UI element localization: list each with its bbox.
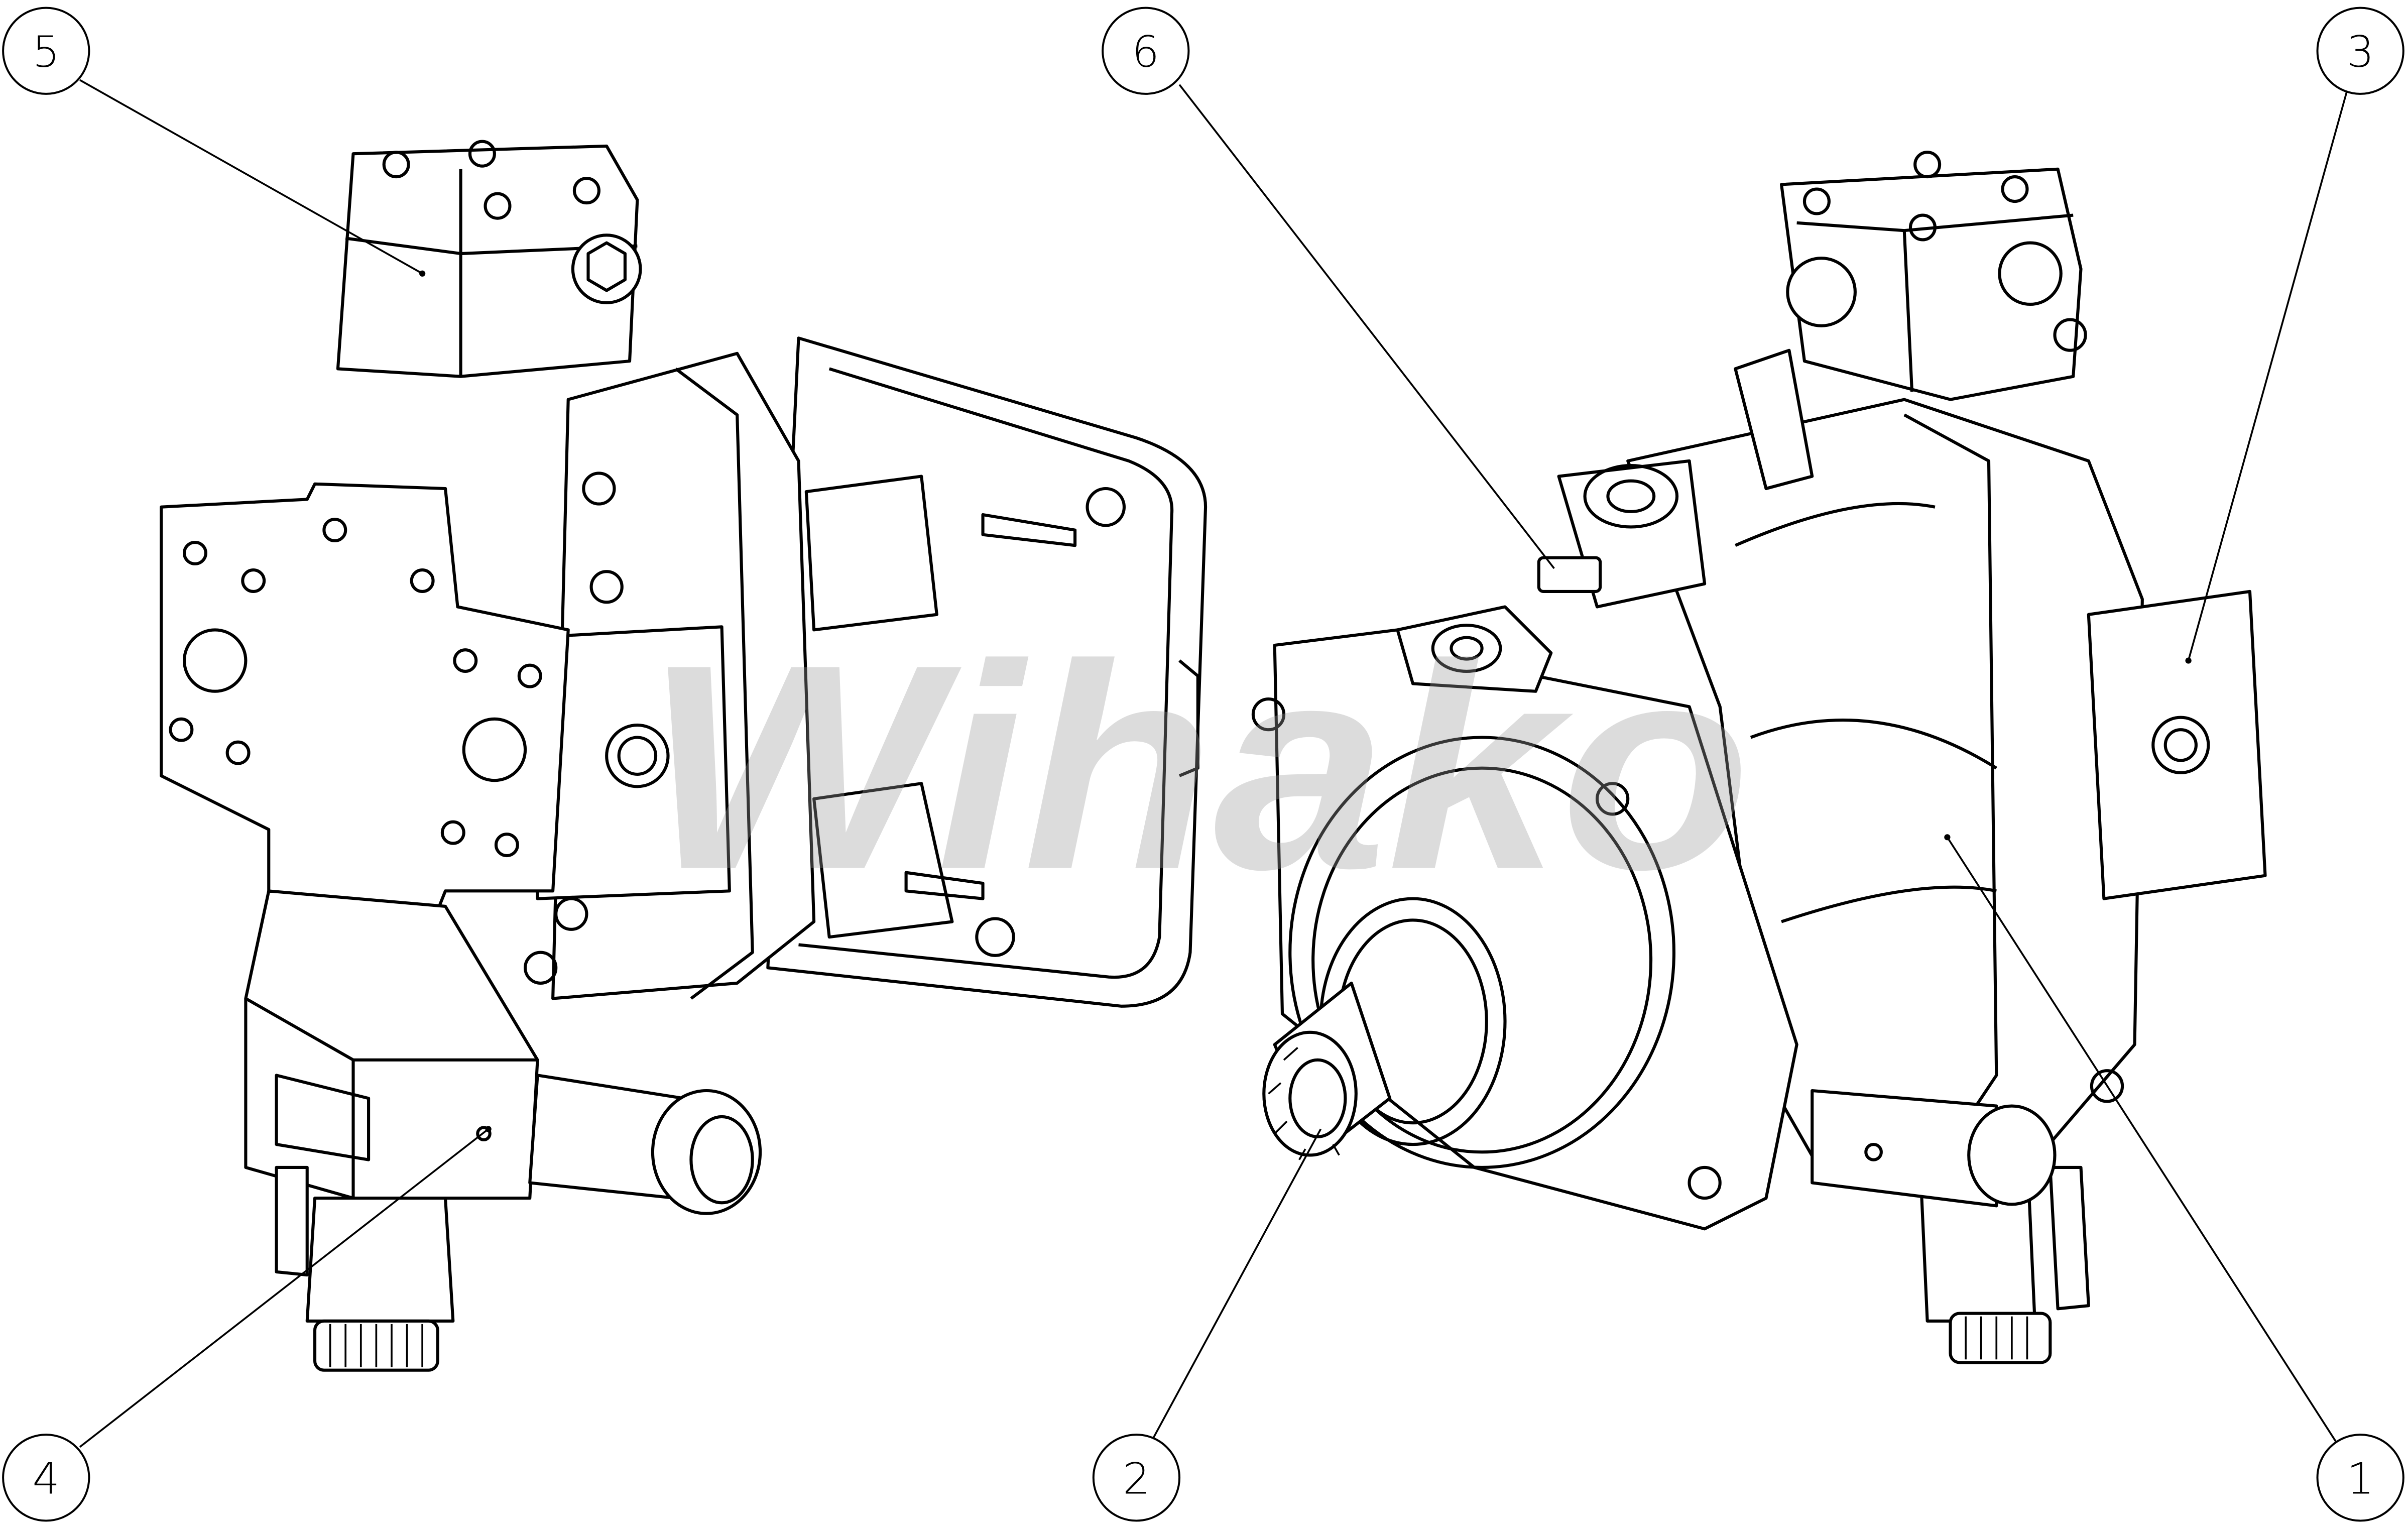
svg-text:6: 6 (1132, 28, 1159, 77)
leader-line-3 (2187, 92, 2348, 661)
leader-line-2 (1151, 1128, 1322, 1442)
callout-6: 6 (1102, 7, 1190, 95)
callout-2: 2 (1092, 1434, 1181, 1522)
leader-dot-3 (2185, 657, 2192, 664)
right-motor-drawing (1251, 151, 2267, 1364)
leader-line-5 (79, 79, 423, 275)
leader-dot-1 (1944, 834, 1951, 841)
leader-dot-4 (485, 1126, 492, 1132)
svg-text:3: 3 (2347, 28, 2374, 77)
leader-line-6 (1178, 84, 1555, 569)
leader-line-1 (1946, 837, 2338, 1445)
leader-line-4 (79, 1128, 489, 1448)
callout-1: 1 (2316, 1434, 2404, 1522)
leader-dot-5 (419, 270, 426, 277)
svg-text:1: 1 (2347, 1454, 2374, 1504)
svg-text:5: 5 (33, 28, 60, 77)
callout-4: 4 (2, 1434, 90, 1522)
svg-text:2: 2 (1123, 1454, 1150, 1504)
watermark: Wihako (645, 604, 1751, 930)
svg-text:4: 4 (33, 1454, 60, 1504)
callout-3: 3 (2316, 7, 2404, 95)
callout-5: 5 (2, 7, 90, 95)
left-motor-drawing (160, 140, 1208, 1372)
